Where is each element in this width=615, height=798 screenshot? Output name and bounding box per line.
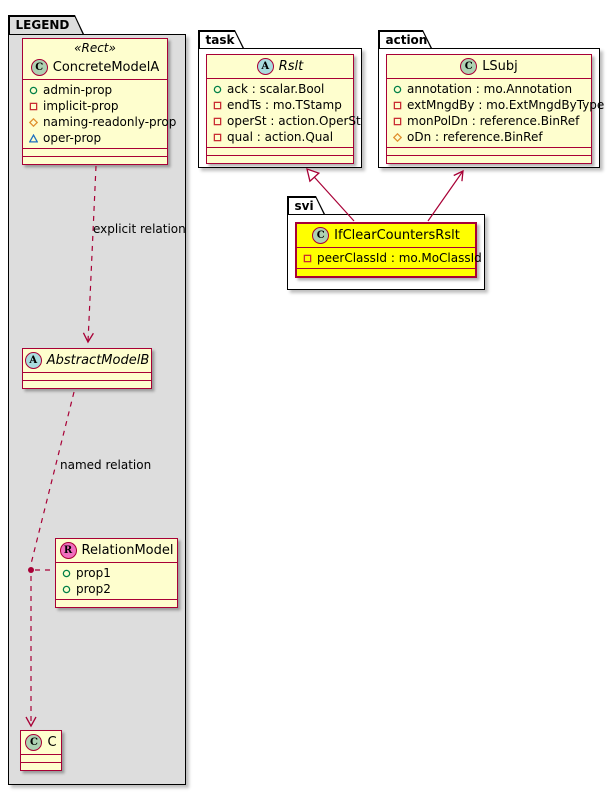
package-action-tab: action (378, 30, 432, 48)
class-property: prop1 (56, 565, 177, 581)
square-icon (393, 101, 402, 109)
package-svi-tab: svi (287, 196, 325, 214)
class-spot-icon: C (30, 59, 48, 76)
class-name: RelationModel (81, 543, 174, 558)
empty-compartment (21, 762, 61, 770)
class-name: ConcreteModelA (52, 60, 160, 75)
package-svi-label: svi (289, 198, 324, 215)
empty-compartment (297, 268, 475, 276)
circle-icon (213, 85, 222, 93)
class-property: prop2 (56, 581, 177, 597)
empty-compartment (207, 155, 353, 163)
class-c: C C (20, 730, 62, 771)
empty-compartment (23, 148, 167, 156)
class-title: C IfClearCountersRslt (297, 224, 475, 247)
class-spot-icon: C (312, 227, 330, 244)
package-legend-tab: LEGEND (8, 15, 84, 34)
class-title: A AbstractModelB (23, 349, 151, 372)
class-title: C ConcreteModelA (23, 56, 167, 79)
class-concrete-model-a: «Rect» C ConcreteModelA admin-prop impli… (22, 38, 176, 165)
class-property: endTs : mo.TStamp (207, 97, 353, 113)
class-name: AbstractModelB (46, 353, 150, 368)
named-relation-label: named relation (60, 458, 152, 472)
class-name: C (47, 735, 57, 750)
empty-compartment (23, 372, 151, 380)
class-rslt: A Rslt ack : scalar.Bool endTs : mo.TSta… (206, 54, 361, 164)
class-title: C LSubj (387, 55, 591, 78)
class-name: LSubj (482, 59, 518, 74)
class-title: A Rslt (207, 55, 353, 78)
class-title: C C (21, 731, 61, 754)
class-property: annotation : mo.Annotation (387, 81, 591, 97)
square-icon (393, 117, 402, 125)
circle-icon (29, 86, 38, 94)
square-icon (213, 133, 222, 141)
properties-compartment: ack : scalar.Bool endTs : mo.TStamp oper… (207, 78, 361, 147)
class-property: peerClassId : mo.MoClassId (297, 250, 482, 266)
diamond-icon (393, 132, 402, 142)
class-property: monPolDn : reference.BinRef (387, 113, 591, 129)
empty-compartment (387, 155, 591, 163)
circle-icon (393, 85, 402, 93)
class-property: qual : action.Qual (207, 129, 353, 145)
class-property: implicit-prop (23, 98, 167, 114)
properties-compartment: annotation : mo.Annotation extMngdBy : m… (387, 78, 604, 147)
class-property: ack : scalar.Bool (207, 81, 353, 97)
package-action-label: action (380, 32, 431, 49)
circle-icon (62, 585, 71, 593)
package-legend-label: LEGEND (10, 17, 83, 35)
class-title: R RelationModel (56, 539, 177, 562)
explicit-relation-label: explicit relation (93, 222, 186, 236)
square-icon (213, 117, 222, 125)
class-spot-icon: C (460, 58, 478, 75)
stereotype-rect: «Rect» (74, 41, 116, 55)
empty-compartment (387, 147, 591, 155)
triangle-icon (29, 133, 38, 143)
class-lsubj: C LSubj annotation : mo.Annotation extMn… (386, 54, 604, 164)
empty-compartment (207, 147, 353, 155)
class-relation-model: R RelationModel prop1 prop2 (55, 538, 178, 608)
empty-compartment (56, 599, 177, 607)
square-icon (213, 101, 222, 109)
abstract-class-spot-icon: A (24, 352, 42, 369)
square-icon (303, 254, 312, 262)
empty-compartment (21, 754, 61, 762)
class-property: extMngdBy : mo.ExtMngdByType (387, 97, 604, 113)
class-property: oDn : reference.BinRef (387, 129, 591, 145)
diamond-icon (29, 117, 38, 127)
properties-compartment: prop1 prop2 (56, 562, 177, 599)
relation-class-spot-icon: R (59, 542, 77, 559)
empty-compartment (23, 156, 167, 164)
circle-icon (62, 569, 71, 577)
abstract-class-spot-icon: A (256, 58, 274, 75)
class-property: admin-prop (23, 82, 167, 98)
class-spot-icon: C (25, 734, 43, 751)
package-task-label: task (200, 32, 243, 49)
class-abstract-model-b: A AbstractModelB (22, 348, 152, 389)
properties-compartment: admin-prop implicit-prop naming-readonly… (23, 79, 176, 148)
class-name: Rslt (278, 59, 304, 74)
empty-compartment (23, 380, 151, 388)
class-property: naming-readonly-prop (23, 114, 176, 130)
square-icon (29, 102, 38, 110)
class-property: oper-prop (23, 130, 167, 146)
properties-compartment: peerClassId : mo.MoClassId (297, 247, 482, 268)
class-name: IfClearCountersRslt (334, 228, 460, 243)
package-task-tab: task (198, 30, 244, 48)
class-if-clear-counters-rslt: C IfClearCountersRslt peerClassId : mo.M… (295, 222, 482, 278)
class-property: operSt : action.OperSt (207, 113, 361, 129)
